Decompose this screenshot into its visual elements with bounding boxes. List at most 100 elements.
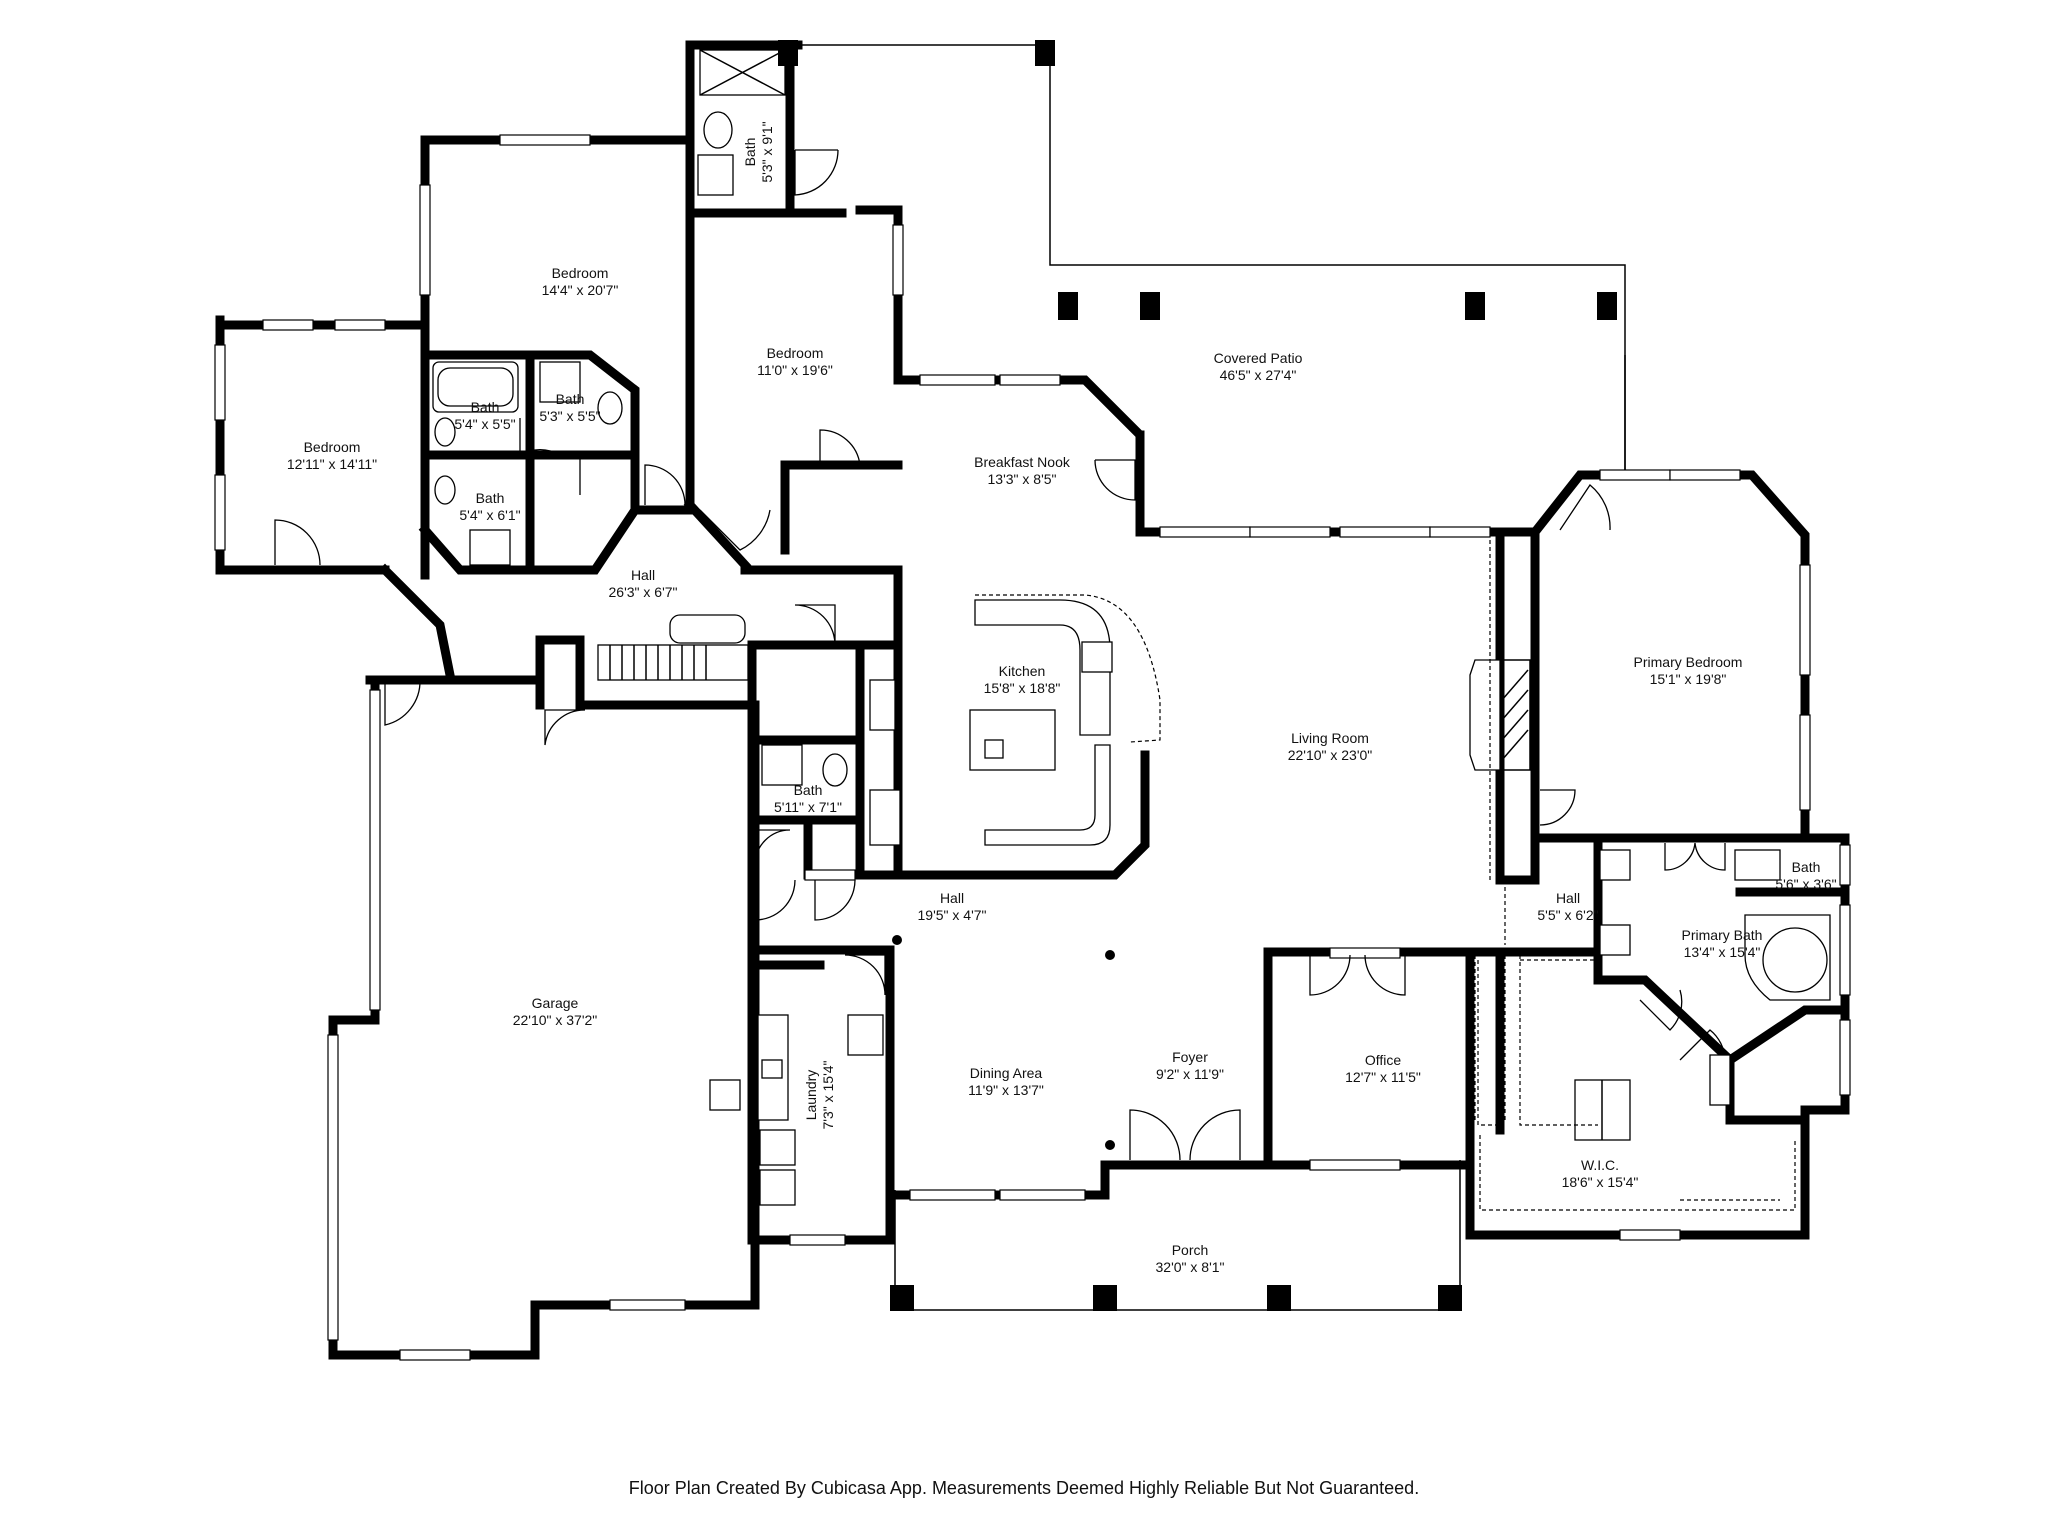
windows bbox=[214, 134, 1851, 1361]
laundry-sink bbox=[761, 1059, 783, 1079]
room-dimensions: 11'0" x 19'6" bbox=[757, 362, 833, 378]
doors bbox=[274, 149, 1726, 1161]
toilet-fixture bbox=[703, 111, 733, 149]
room-name: Hall bbox=[631, 567, 655, 583]
room-name: Bath bbox=[476, 490, 505, 506]
room-label-bedroom-c: Bedroom 12'11" x 14'11" bbox=[287, 439, 377, 472]
room-label-bath-b3: Bath 5'4" x 6'1" bbox=[459, 490, 520, 523]
room-dimensions: 22'10" x 37'2" bbox=[513, 1012, 598, 1028]
toilet-fixture bbox=[597, 391, 623, 425]
room-dimensions: 5'6" x 3'6" bbox=[1775, 876, 1836, 892]
room-label-porch: Porch 32'0" x 8'1" bbox=[1156, 1242, 1225, 1275]
footer-disclaimer: Floor Plan Created By Cubicasa App. Meas… bbox=[628, 1478, 1420, 1498]
room-dimensions: 7'3" x 15'4" bbox=[820, 1060, 836, 1129]
room-label-hall-bed: Hall 26'3" x 6'7" bbox=[609, 567, 678, 600]
room-label-hall-right: Hall 5'5" x 6'2" bbox=[1537, 890, 1598, 923]
kitchen-island bbox=[969, 709, 1056, 771]
room-label-breakfast-nook: Breakfast Nook 13'3" x 8'5" bbox=[974, 454, 1071, 487]
room-name: Hall bbox=[940, 890, 964, 906]
room-name: Dining Area bbox=[970, 1065, 1043, 1081]
room-name: Garage bbox=[532, 995, 579, 1011]
room-name: Porch bbox=[1172, 1242, 1209, 1258]
washer-fixture bbox=[759, 1129, 796, 1166]
room-dimensions: 12'11" x 14'11" bbox=[287, 456, 377, 472]
room-name: Kitchen bbox=[999, 663, 1046, 679]
room-name: Living Room bbox=[1291, 730, 1369, 746]
room-dimensions: 9'2" x 11'9" bbox=[1156, 1066, 1224, 1082]
room-label-bath-mid: Bath 5'11" x 7'1" bbox=[774, 782, 842, 815]
room-label-covered-patio: Covered Patio 46'5" x 27'4" bbox=[1214, 350, 1303, 383]
room-name: Bath bbox=[1792, 859, 1821, 875]
room-dimensions: 26'3" x 6'7" bbox=[609, 584, 678, 600]
porch-outline bbox=[894, 1160, 1461, 1311]
room-name: Bath bbox=[471, 399, 500, 415]
sink-fixture bbox=[539, 361, 581, 403]
room-label-kitchen: Kitchen 15'8" x 18'8" bbox=[984, 663, 1061, 696]
room-dimensions: 22'10" x 23'0" bbox=[1288, 747, 1373, 763]
room-label-hall-mid: Hall 19'5" x 4'7" bbox=[918, 890, 987, 923]
toilet-fixture bbox=[434, 475, 456, 505]
room-dimensions: 13'3" x 8'5" bbox=[988, 471, 1057, 487]
room-name: Bedroom bbox=[767, 345, 824, 361]
room-dimensions: 5'11" x 7'1" bbox=[774, 799, 842, 815]
room-label-office: Office 12'7" x 11'5" bbox=[1345, 1052, 1421, 1085]
room-dimensions: 11'9" x 13'7" bbox=[968, 1082, 1044, 1098]
room-name: Primary Bedroom bbox=[1634, 654, 1743, 670]
sink-fixture bbox=[469, 529, 511, 566]
kitchen-sink bbox=[1081, 641, 1113, 673]
room-dimensions: 5'3" x 5'5" bbox=[539, 408, 600, 424]
room-name: Laundry bbox=[803, 1070, 819, 1121]
room-dimensions: 14'4" x 20'7" bbox=[542, 282, 619, 298]
room-name: Foyer bbox=[1172, 1049, 1208, 1065]
room-name: Primary Bath bbox=[1682, 927, 1763, 943]
room-label-bath-primary-small: Bath 5'6" x 3'6" bbox=[1775, 859, 1836, 892]
room-label-bedroom-a: Bedroom 14'4" x 20'7" bbox=[542, 265, 619, 298]
toilet-fixture bbox=[822, 753, 848, 787]
room-dimensions: 5'5" x 6'2" bbox=[1537, 907, 1598, 923]
room-dimensions: 5'4" x 5'5" bbox=[454, 416, 515, 432]
room-dimensions: 46'5" x 27'4" bbox=[1220, 367, 1297, 383]
fireplace-fixture bbox=[1469, 659, 1501, 771]
sink-fixture bbox=[761, 744, 803, 786]
room-name: Bath bbox=[742, 138, 758, 167]
room-dimensions: 19'5" x 4'7" bbox=[918, 907, 987, 923]
sink-fixture bbox=[697, 154, 734, 196]
room-name: Breakfast Nook bbox=[974, 454, 1071, 470]
room-dimensions: 5'3" x 9'1" bbox=[759, 121, 775, 182]
room-label-primary-bath: Primary Bath 13'4" x 15'4" bbox=[1682, 927, 1763, 960]
patio-outline bbox=[798, 44, 1626, 470]
fridge-fixture bbox=[869, 789, 901, 846]
dryer-fixture bbox=[759, 1169, 796, 1206]
room-label-dining-area: Dining Area 11'9" x 13'7" bbox=[968, 1065, 1044, 1098]
room-name: Office bbox=[1365, 1052, 1402, 1068]
room-name: Bath bbox=[556, 391, 585, 407]
room-name: Hall bbox=[1556, 890, 1580, 906]
room-dimensions: 5'4" x 6'1" bbox=[459, 507, 520, 523]
room-label-bedroom-b: Bedroom 11'0" x 19'6" bbox=[757, 345, 833, 378]
staircase bbox=[597, 614, 749, 681]
sink-fixture bbox=[1599, 849, 1631, 881]
room-name: Bedroom bbox=[552, 265, 609, 281]
room-name: W.I.C. bbox=[1581, 1157, 1619, 1173]
room-dimensions: 12'7" x 11'5" bbox=[1345, 1069, 1421, 1085]
room-name: Bath bbox=[794, 782, 823, 798]
room-label-garage: Garage 22'10" x 37'2" bbox=[513, 995, 598, 1028]
room-labels: Bath 5'3" x 9'1" Bedroom 14'4" x 20'7" B… bbox=[287, 121, 1837, 1275]
room-dimensions: 15'1" x 19'8" bbox=[1650, 671, 1727, 687]
room-label-living-room: Living Room 22'10" x 23'0" bbox=[1288, 730, 1373, 763]
sink-fixture bbox=[1599, 924, 1631, 956]
columns bbox=[778, 40, 1617, 1311]
room-label-laundry: Laundry 7'3" x 15'4" bbox=[803, 1060, 836, 1129]
room-dimensions: 15'8" x 18'8" bbox=[984, 680, 1061, 696]
toilet-fixture bbox=[434, 417, 456, 447]
room-dimensions: 32'0" x 8'1" bbox=[1156, 1259, 1225, 1275]
room-dimensions: 13'4" x 15'4" bbox=[1684, 944, 1761, 960]
range-fixture bbox=[869, 679, 896, 731]
toilet-fixture bbox=[1734, 849, 1781, 881]
fixtures bbox=[432, 49, 1831, 1211]
room-dimensions: 18'6" x 15'4" bbox=[1562, 1174, 1639, 1190]
room-label-bath-b1: Bath 5'4" x 5'5" bbox=[454, 399, 515, 432]
room-label-wic: W.I.C. 18'6" x 15'4" bbox=[1562, 1157, 1639, 1190]
room-label-primary-bedroom: Primary Bedroom 15'1" x 19'8" bbox=[1634, 654, 1743, 687]
